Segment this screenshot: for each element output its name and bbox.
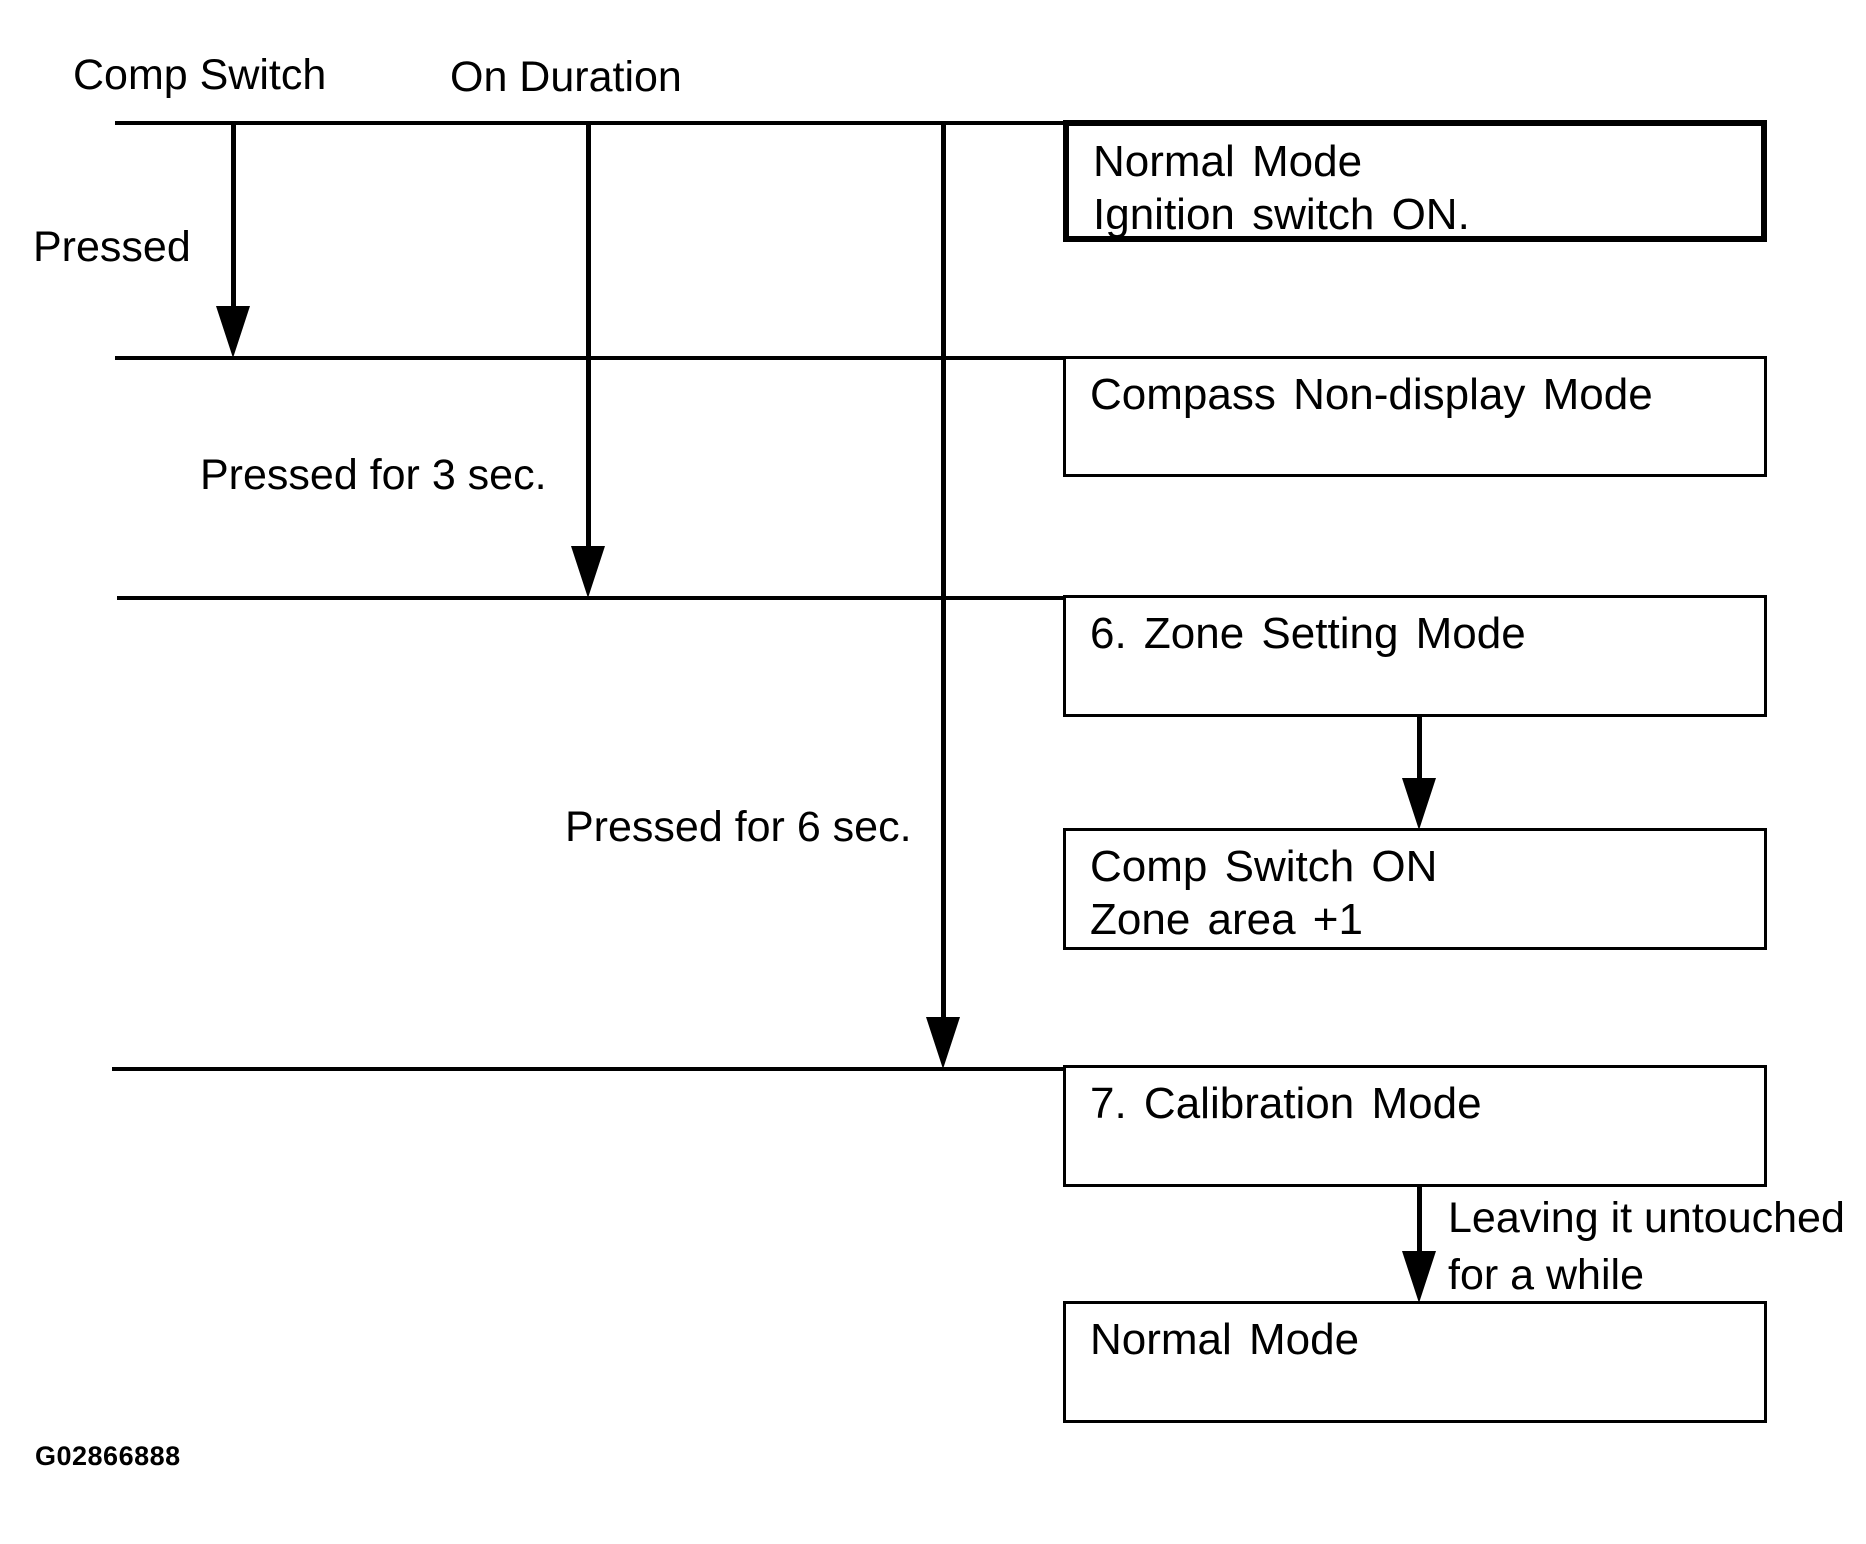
- column-header-on-duration: On Duration: [450, 53, 682, 101]
- edge-label-leaving-untouched: Leaving it untouched for a while: [1448, 1190, 1845, 1304]
- arrow-pressed-stem: [231, 123, 236, 308]
- edge-label-pressed: Pressed: [33, 223, 191, 271]
- rail-zone-setting: [117, 596, 1063, 600]
- node-calibration-line1: 7. Calibration Mode: [1090, 1079, 1482, 1128]
- arrow-calibration-to-normal-head-icon: [1402, 1251, 1436, 1303]
- column-header-comp-switch: Comp Switch: [73, 51, 327, 99]
- arrow-pressed-3sec-stem: [586, 123, 591, 548]
- node-zone-setting-line1: 6. Zone Setting Mode: [1090, 609, 1526, 658]
- node-calibration-mode: 7. Calibration Mode: [1063, 1065, 1767, 1187]
- figure-id: G02866888: [35, 1441, 181, 1471]
- edge-label-pressed-3sec: Pressed for 3 sec.: [200, 451, 547, 499]
- node-zone-setting-mode: 6. Zone Setting Mode: [1063, 595, 1767, 717]
- node-comp-switch-on: Comp Switch ON Zone area +1: [1063, 828, 1767, 950]
- node-normal-mode-start-line1: Normal Mode: [1093, 137, 1363, 186]
- arrow-pressed-3sec-head-icon: [571, 546, 605, 598]
- arrow-calibration-to-normal-stem: [1417, 1187, 1422, 1253]
- node-comp-switch-on-line1: Comp Switch ON: [1090, 842, 1438, 891]
- node-compass-non-display-mode: Compass Non-display Mode: [1063, 356, 1767, 477]
- node-compass-non-display-line1: Compass Non-display Mode: [1090, 370, 1653, 419]
- node-normal-mode-start-line2: Ignition switch ON.: [1093, 190, 1470, 239]
- arrow-pressed-head-icon: [216, 306, 250, 358]
- node-normal-mode-end-line1: Normal Mode: [1090, 1315, 1360, 1364]
- node-comp-switch-on-line2: Zone area +1: [1090, 895, 1363, 944]
- edge-label-pressed-6sec: Pressed for 6 sec.: [565, 803, 912, 851]
- rail-calibration: [112, 1067, 1063, 1071]
- node-normal-mode-start: Normal Mode Ignition switch ON.: [1063, 120, 1767, 242]
- node-normal-mode-end: Normal Mode: [1063, 1301, 1767, 1423]
- arrow-zone-to-compswitch-stem: [1417, 717, 1422, 780]
- arrow-pressed-6sec-stem: [941, 123, 946, 1019]
- edge-label-leaving-untouched-line2: for a while: [1448, 1251, 1644, 1299]
- arrow-zone-to-compswitch-head-icon: [1402, 778, 1436, 830]
- arrow-pressed-6sec-head-icon: [926, 1017, 960, 1069]
- edge-label-leaving-untouched-line1: Leaving it untouched: [1448, 1194, 1845, 1242]
